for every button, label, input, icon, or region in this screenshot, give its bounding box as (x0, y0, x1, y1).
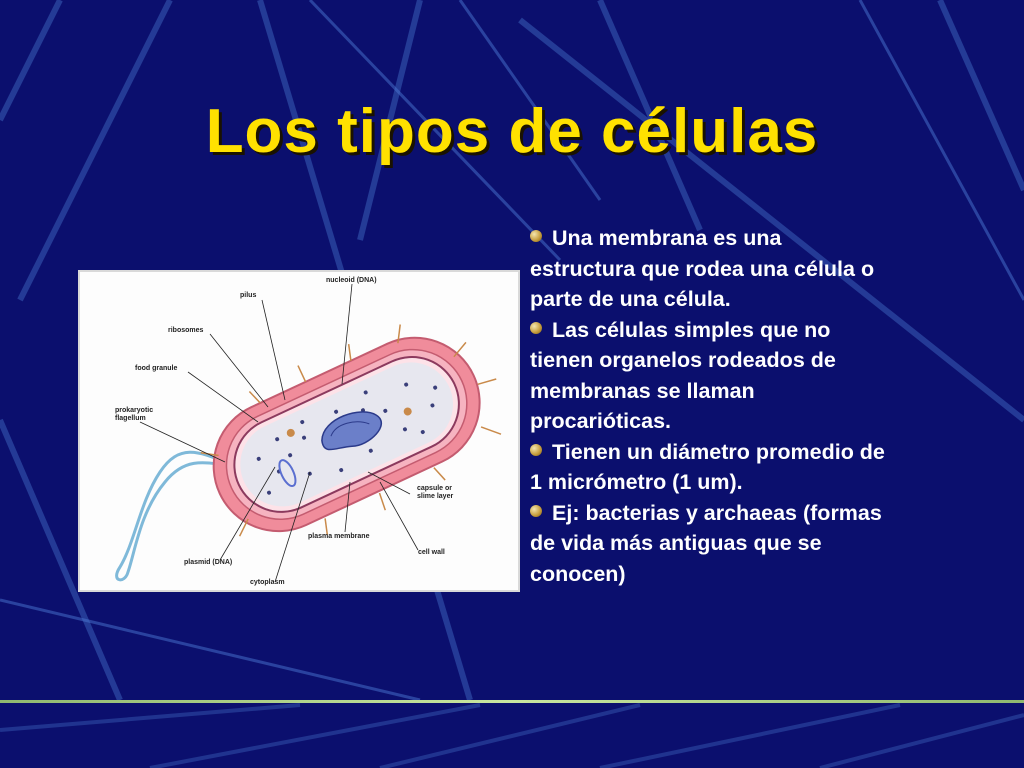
label-flagellum-line2: flagellum (115, 415, 146, 422)
food-granule-shape (286, 428, 295, 437)
bullet-item: Ej: bacterias y archaeas (formas de vida… (530, 498, 885, 590)
label-pilus: pilus (240, 292, 256, 299)
label-plasma-membrane: plasma membrane (308, 533, 370, 540)
label-capsule-line1: capsule or (417, 485, 452, 492)
bullet-text: Tienen un diámetro promedio de 1 micróme… (530, 439, 885, 495)
footer-divider (0, 700, 1024, 703)
slide-title: Los tipos de células (205, 97, 819, 166)
gold-sphere-bullet-icon (530, 443, 542, 456)
label-ribosomes: ribosomes (168, 327, 204, 334)
gold-sphere-bullet-icon (530, 230, 542, 242)
bullet-item: Una membrana es una estructura que rodea… (530, 223, 885, 315)
bullet-text: Una membrana es una estructura que rodea… (530, 226, 875, 311)
flagellum-shape (115, 450, 231, 582)
label-cell-wall: cell wall (418, 549, 445, 556)
label-cytoplasm: cytoplasm (250, 579, 285, 586)
plasmid-shape (278, 459, 297, 488)
label-plasmid: plasmid (DNA) (184, 559, 232, 566)
bullet-item: Tienen un diámetro promedio de 1 micróme… (530, 437, 885, 498)
gold-sphere-bullet-icon (530, 504, 542, 517)
label-nucleoid: nucleoid (DNA) (326, 277, 377, 284)
label-capsule-line2: slime layer (417, 493, 453, 500)
label-flagellum-line1: prokaryotic (115, 407, 153, 414)
bullet-item: Las células simples que no tienen organe… (530, 315, 885, 437)
bullet-list: Una membrana es una estructura que rodea… (530, 223, 885, 589)
prokaryotic-cell-diagram: nucleoid (DNA) pilus ribosomes food gran… (78, 270, 520, 592)
nucleoid-shape (321, 411, 383, 451)
bullet-text: Las células simples que no tienen organe… (530, 317, 836, 434)
gold-sphere-bullet-icon (530, 321, 542, 334)
label-food-granule: food granule (135, 365, 177, 372)
bullet-text: Ej: bacterias y archaeas (formas de vida… (530, 500, 882, 586)
